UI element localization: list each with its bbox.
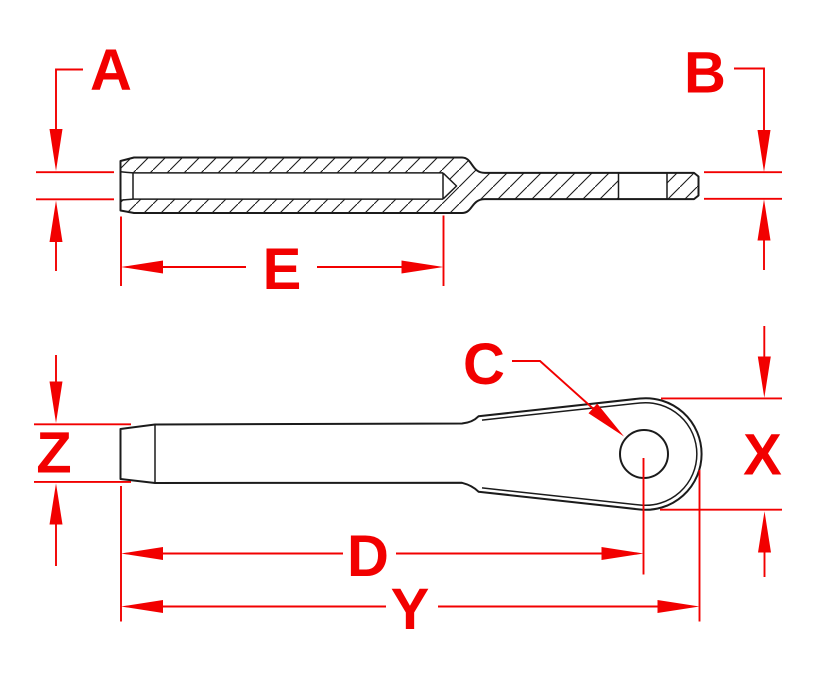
dimension-a: A bbox=[36, 38, 132, 271]
bore-outline bbox=[120, 171, 458, 201]
dim-c-arrowhead bbox=[588, 403, 624, 437]
dim-d-label: D bbox=[347, 524, 389, 589]
dim-y-arrow-right bbox=[657, 600, 700, 613]
dim-a-label: A bbox=[90, 38, 132, 103]
dim-e-arrow-left bbox=[121, 260, 163, 274]
eye-terminal-outline bbox=[119, 397, 703, 511]
dimension-b: B bbox=[684, 41, 782, 270]
dimension-c: C bbox=[463, 332, 624, 437]
dim-x-arrow-down bbox=[757, 356, 771, 398]
swage-body-outline bbox=[119, 156, 700, 214]
dim-b-leader bbox=[734, 67, 765, 130]
eye-chamfer-edge bbox=[481, 401, 698, 507]
dimension-d: D bbox=[120, 458, 645, 622]
dim-c-leader bbox=[512, 360, 594, 410]
dim-b-arrow-up bbox=[757, 199, 771, 241]
dim-y-label: Y bbox=[391, 577, 430, 642]
eye-hole-section-edges bbox=[617, 172, 668, 200]
dim-a-arrow-up bbox=[49, 200, 63, 242]
dim-d-arrow-right bbox=[601, 547, 644, 560]
eye-hole-section-band bbox=[618, 172, 667, 200]
bore-cavity bbox=[120, 172, 457, 200]
dim-c-label: C bbox=[463, 332, 505, 397]
dim-z-arrow-up bbox=[49, 483, 63, 525]
dim-z-arrow-down bbox=[49, 381, 63, 423]
dim-a-arrow-down bbox=[49, 129, 63, 171]
dim-b-label: B bbox=[684, 41, 726, 106]
dim-d-arrow-left bbox=[121, 547, 163, 560]
dim-e-arrow-right bbox=[401, 260, 444, 274]
dim-z-label: Z bbox=[36, 421, 71, 486]
dim-x-arrow-up bbox=[758, 511, 771, 553]
section-view-swage-shank bbox=[119, 156, 700, 214]
dimension-z: Z bbox=[34, 355, 131, 566]
dim-a-leader bbox=[55, 68, 83, 129]
dimension-y: Y bbox=[121, 470, 701, 642]
dim-e-label: E bbox=[263, 237, 302, 302]
dim-b-arrow-down bbox=[757, 130, 771, 172]
dim-y-arrow-left bbox=[121, 600, 163, 613]
dimension-x: X bbox=[660, 326, 782, 577]
dimension-e: E bbox=[120, 215, 445, 302]
plan-view-eye-terminal bbox=[119, 397, 703, 511]
dim-x-label: X bbox=[743, 423, 782, 488]
